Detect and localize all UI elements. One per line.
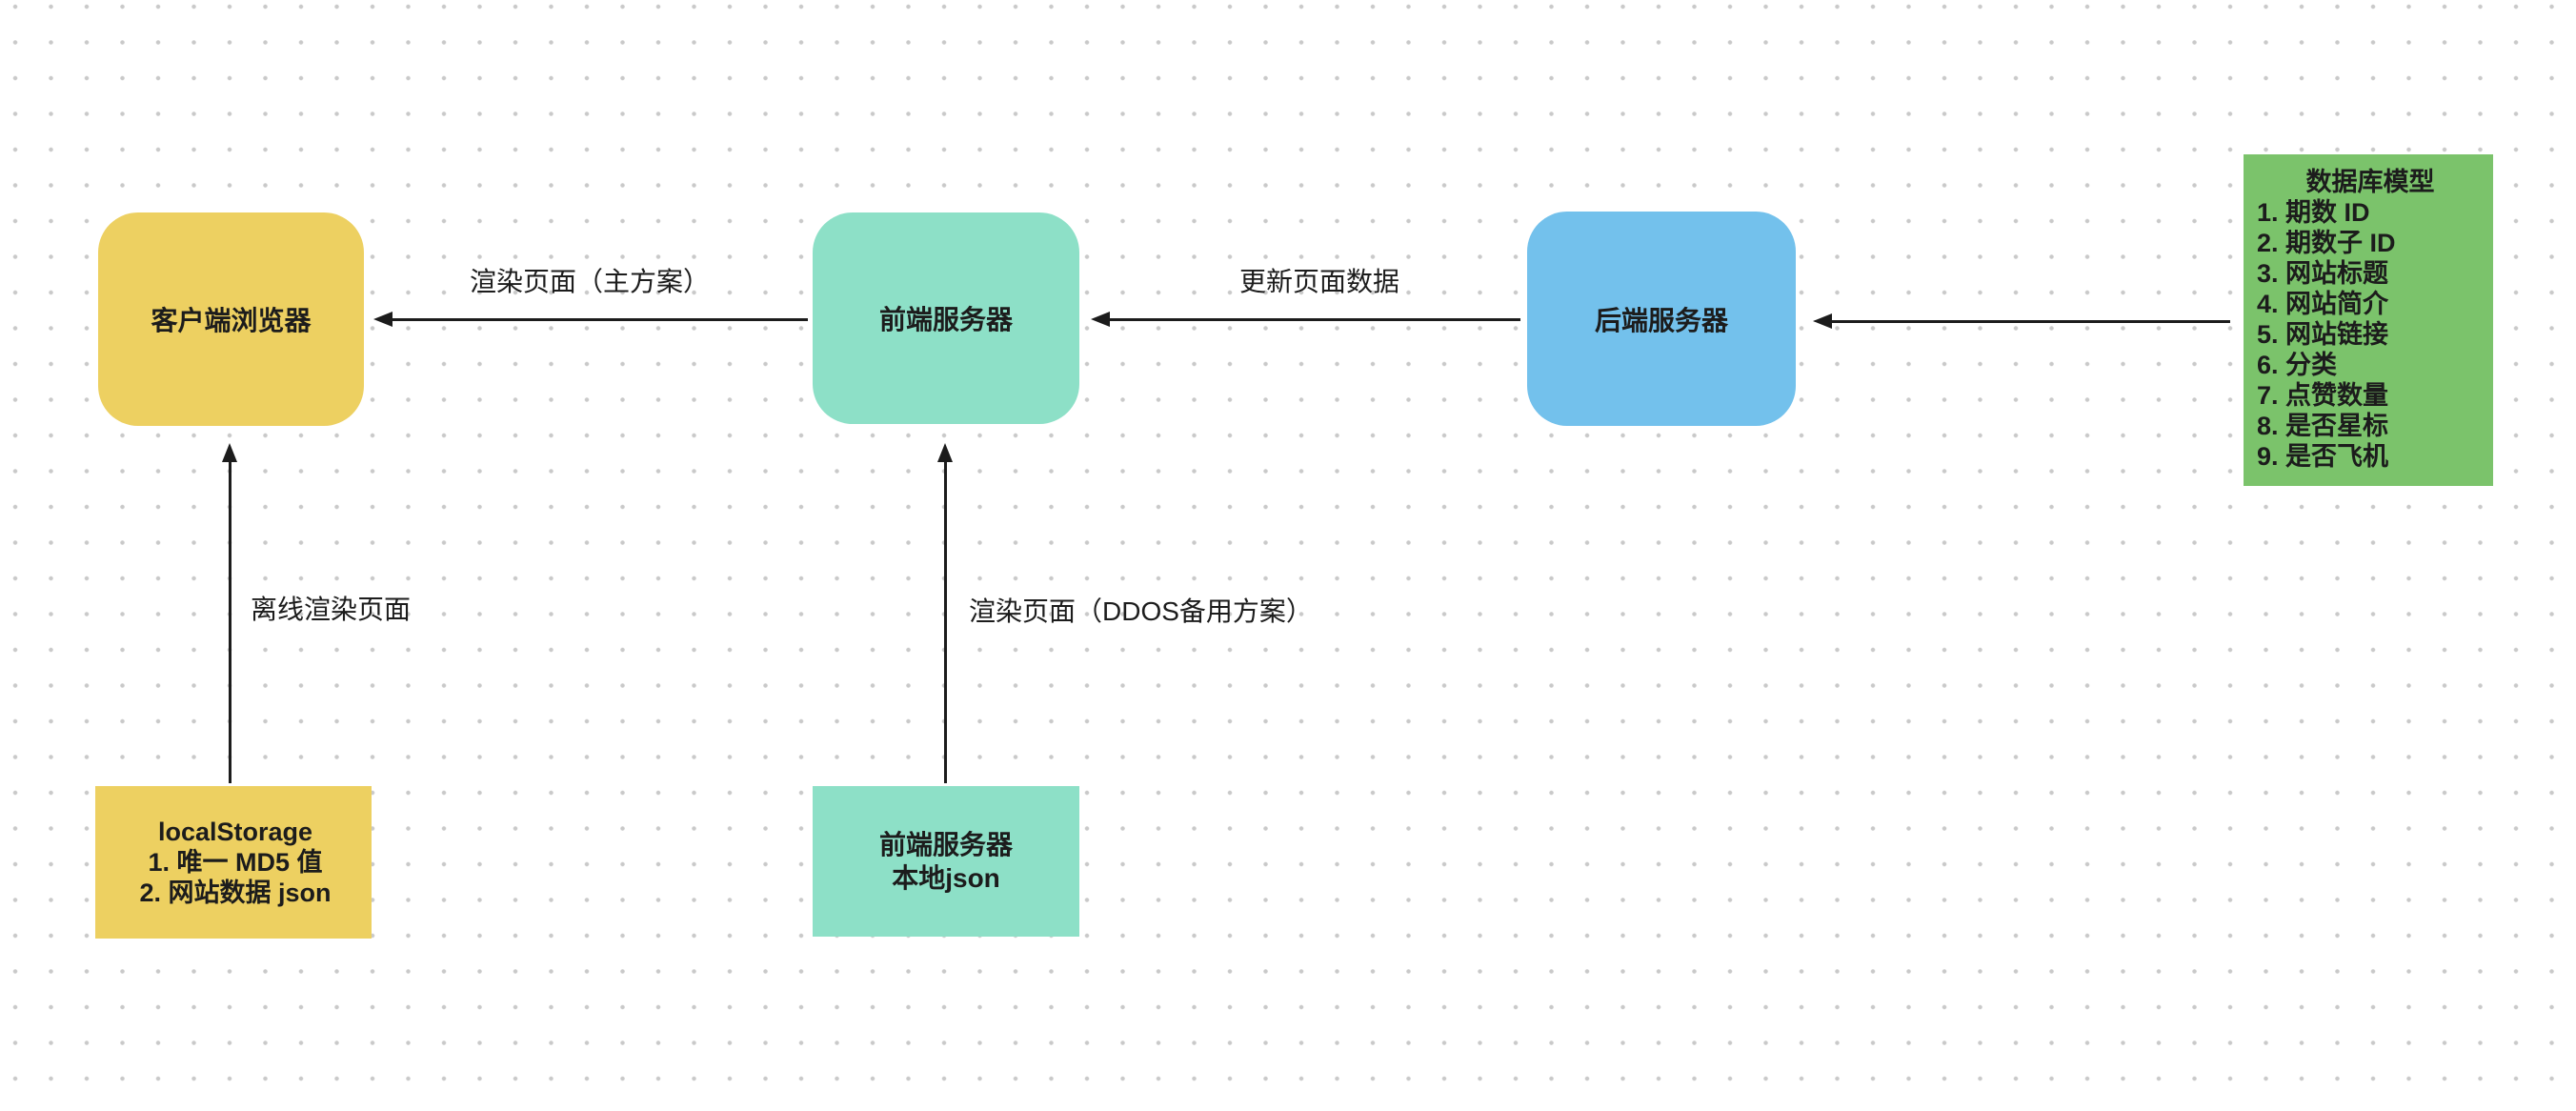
edge-localstorage-to-client-arrowhead-icon [222, 443, 237, 462]
edge-backend-to-frontend-arrowhead-icon [1091, 312, 1110, 327]
edge-label-render-ddos-backup: 渲染页面（DDOS备用方案） [969, 596, 1313, 626]
node-frontend-local-json-label-line1: 前端服务器 [878, 830, 1013, 859]
database-model-item: 1. 期数 ID [2257, 198, 2370, 227]
database-model-item: 6. 分类 [2257, 351, 2338, 379]
edge-dbmodel-to-backend-line[interactable] [1830, 320, 2230, 323]
database-model-item: 5. 网站链接 [2257, 320, 2389, 349]
edge-label-render-main-plan: 渲染页面（主方案） [469, 267, 711, 296]
node-frontend-local-json-label-line2: 本地json [892, 863, 1000, 893]
node-frontend-local-json[interactable]: 前端服务器 本地json [813, 786, 1079, 937]
node-client-browser[interactable]: 客户端浏览器 [98, 212, 364, 426]
edge-frontend-to-client-line[interactable] [391, 318, 808, 321]
database-model-title: 数据库模型 [2305, 168, 2435, 196]
database-model-item: 9. 是否飞机 [2257, 442, 2389, 471]
local-storage-item: 1. 唯一 MD5 值 [148, 848, 323, 877]
edge-label-update-page-data: 更新页面数据 [1238, 267, 1400, 296]
edge-localjson-to-frontend-line[interactable] [944, 460, 947, 783]
edge-label-offline-render: 离线渲染页面 [251, 595, 412, 624]
edge-localstorage-to-client-line[interactable] [229, 460, 231, 783]
node-backend-server-label: 后端服务器 [1594, 305, 1728, 335]
node-local-storage[interactable]: localStorage 1. 唯一 MD5 值 2. 网站数据 json [95, 786, 372, 939]
database-model-item: 7. 点赞数量 [2257, 381, 2389, 410]
database-model-item: 2. 期数子 ID [2257, 229, 2396, 257]
edge-frontend-to-client-arrowhead-icon [373, 312, 392, 327]
database-model-item: 3. 网站标题 [2257, 259, 2389, 288]
edge-localjson-to-frontend-arrowhead-icon [937, 443, 953, 462]
database-model-item: 8. 是否星标 [2257, 412, 2389, 440]
edge-backend-to-frontend-line[interactable] [1108, 318, 1520, 321]
node-backend-server[interactable]: 后端服务器 [1527, 212, 1796, 426]
node-frontend-server[interactable]: 前端服务器 [813, 212, 1079, 424]
database-model-item: 4. 网站简介 [2257, 290, 2389, 318]
node-database-model[interactable]: 数据库模型 1. 期数 ID 2. 期数子 ID 3. 网站标题 4. 网站简介… [2244, 154, 2493, 486]
local-storage-item: 2. 网站数据 json [139, 879, 332, 907]
node-client-browser-label: 客户端浏览器 [151, 306, 312, 335]
node-frontend-server-label: 前端服务器 [878, 305, 1013, 334]
local-storage-title: localStorage [157, 818, 313, 846]
edge-dbmodel-to-backend-arrowhead-icon [1813, 313, 1832, 329]
